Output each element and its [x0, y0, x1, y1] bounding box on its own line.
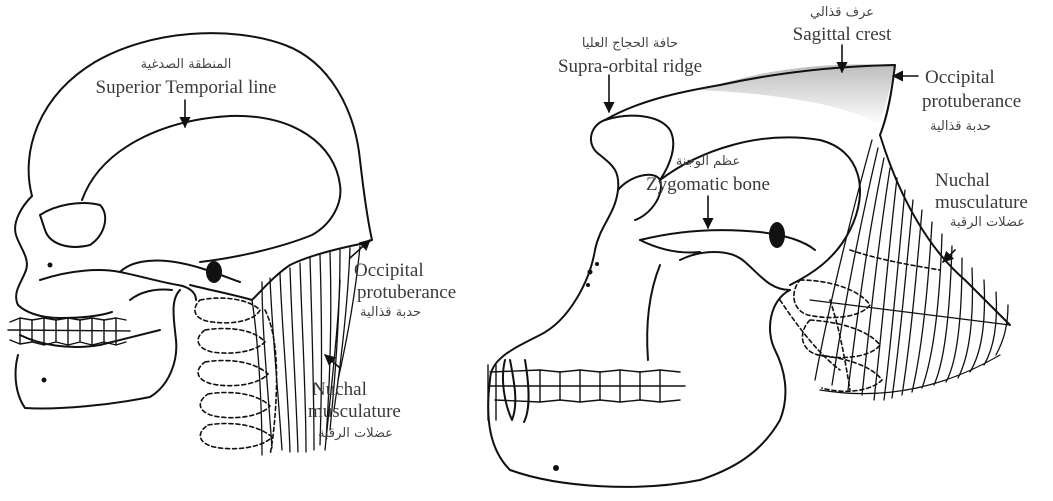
gorilla-occipital-ar-label: حدبة قذالية — [930, 120, 991, 133]
human-nuchal-muscles — [252, 246, 360, 455]
gorilla-supra-orbital-en-label: Supra-orbital ridge — [558, 57, 702, 76]
human-temporal-line-en-label: Superior Temporial line — [96, 78, 277, 97]
gorilla-zygomatic-en-label: Zygomatic bone — [646, 175, 770, 194]
gorilla-teeth — [488, 365, 685, 420]
gorilla-sagittal-ar-label: عرف قذالي — [810, 6, 874, 19]
gorilla-nuchal-en-label-2: musculature — [935, 193, 1028, 212]
gorilla-occipital-en-label-1: Occipital — [925, 68, 995, 87]
gorilla-nuchal-en-label-1: Nuchal — [935, 171, 990, 190]
human-temporal-line — [82, 116, 340, 262]
human-occipital-en-label-2: protuberance — [357, 283, 456, 302]
gorilla-sagittal-crest — [700, 64, 895, 125]
human-occipital-ar-label: حدبة قذالية — [360, 306, 421, 319]
human-teeth — [8, 318, 130, 345]
gorilla-sagittal-en-label: Sagittal crest — [793, 25, 892, 44]
gorilla-occipital-en-label-2: protuberance — [922, 92, 1021, 111]
gorilla-zygomatic-ar-label: عظم الوجنة — [676, 155, 740, 168]
human-occipital-en-label-1: Occipital — [354, 261, 424, 280]
human-nuchal-en-label-1: Nuchal — [312, 380, 367, 399]
gorilla-nuchal-ar-label: عضلات الرقبة — [950, 216, 1025, 229]
human-temporal-line-ar-label: المنطقة الصدغية — [141, 58, 232, 71]
human-vertebrae — [195, 298, 277, 455]
gorilla-supra-orbital-ar-label: حافة الحجاج العليا — [582, 37, 678, 50]
gorilla-zygomatic-arch — [640, 230, 815, 250]
human-nuchal-en-label-2: musculature — [308, 402, 401, 421]
human-nuchal-ar-label: عضلات الرقبة — [318, 427, 393, 440]
